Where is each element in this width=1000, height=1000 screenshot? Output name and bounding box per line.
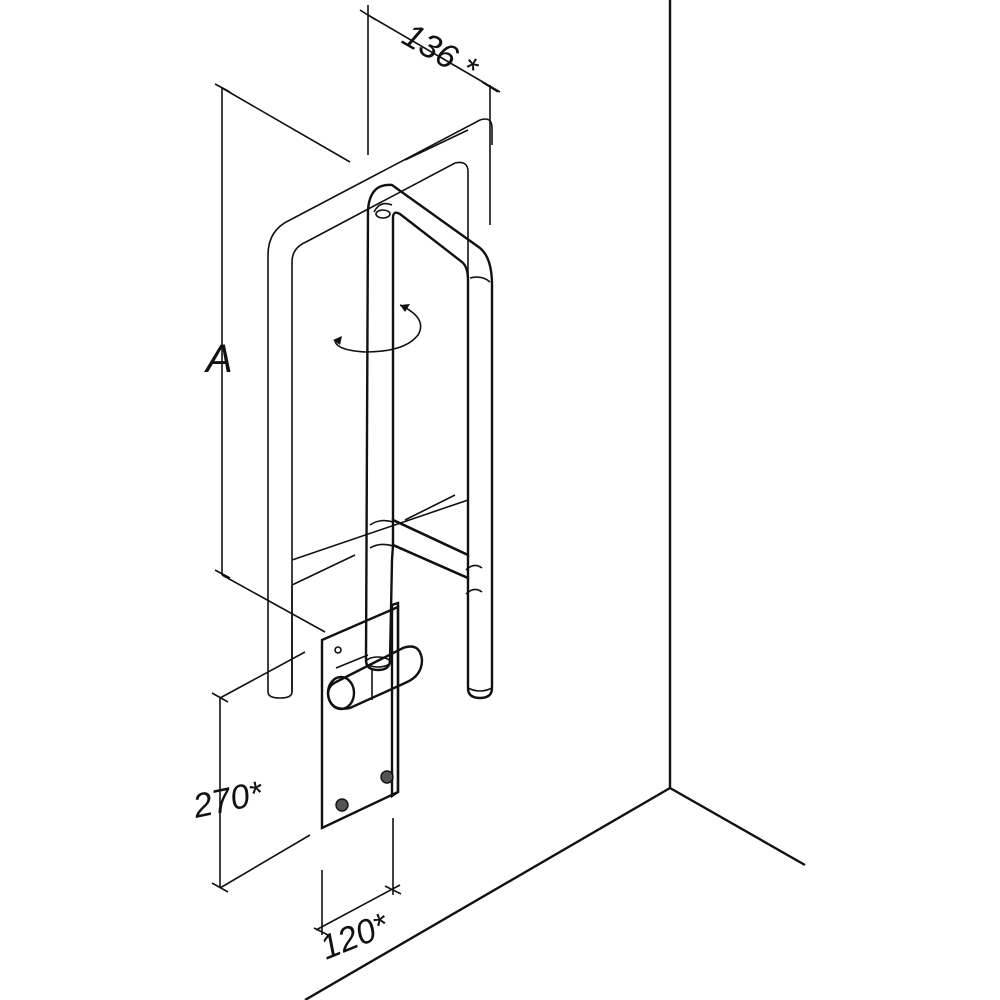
grab-bar-frame — [364, 183, 494, 700]
wall-plate — [320, 601, 400, 830]
floor-edge-right — [669, 786, 806, 867]
floor-edge-left — [304, 786, 671, 1000]
dimension-plate-width: 120* — [313, 818, 402, 967]
dimension-top-width-label: 136 * — [396, 16, 485, 89]
dimension-height: A — [204, 83, 351, 633]
plate-screw-hole-bottom-left — [335, 798, 349, 812]
folded-position-outline — [267, 118, 493, 699]
plate-face — [320, 605, 400, 830]
rotation-arrow-icon — [333, 304, 422, 353]
dimension-top-width: 136 * — [359, 5, 501, 225]
hinge-barrel — [326, 645, 424, 711]
dimension-mount-height-label: 270* — [189, 774, 268, 826]
cross-bar — [391, 518, 470, 580]
room-geometry — [304, 0, 806, 1000]
dimension-plate-width-label: 120* — [315, 905, 396, 967]
frame-opening — [391, 211, 470, 557]
dimension-height-label: A — [204, 337, 233, 381]
front-tube — [364, 183, 494, 700]
plate-screw-hole-top — [334, 646, 342, 654]
plate-screw-hole-bottom-right — [380, 770, 394, 784]
